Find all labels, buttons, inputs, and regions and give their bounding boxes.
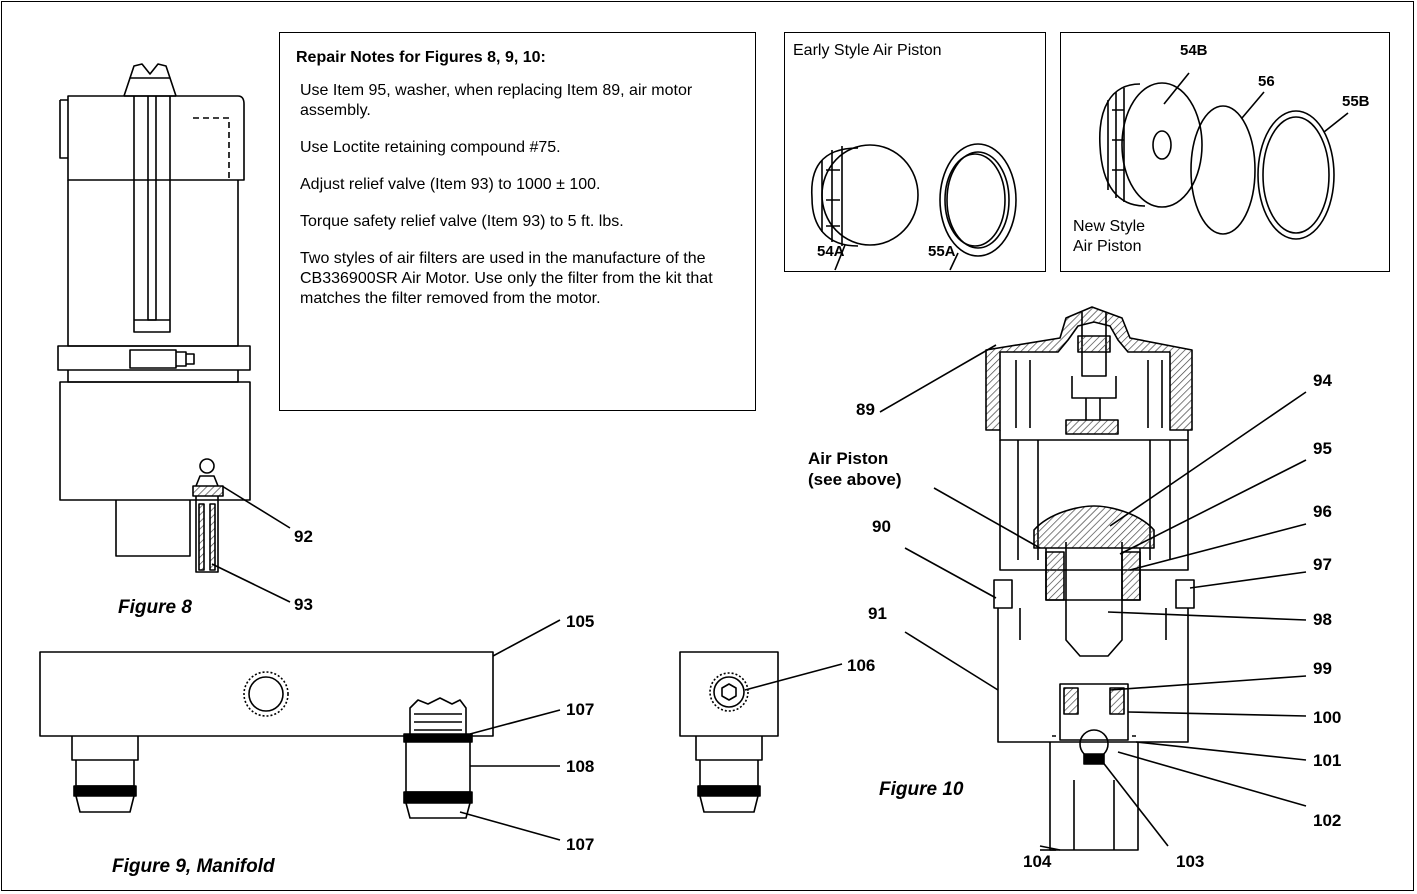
repair-notes-title: Repair Notes for Figures 8, 9, 10: <box>296 49 546 66</box>
part-label-54a: 54A <box>817 243 845 260</box>
repair-note: Adjust relief valve (Item 93) to 1000 ± … <box>300 176 601 193</box>
part-label-56: 56 <box>1258 73 1275 90</box>
part-label-106: 106 <box>847 656 876 675</box>
new-piston-title-line2: Air Piston <box>1073 238 1142 255</box>
repair-note: Two styles of air filters are used in th… <box>300 250 713 307</box>
part-label-99: 99 <box>1313 659 1332 678</box>
figure10-caption: Figure 10 <box>879 779 964 800</box>
part-label-104: 104 <box>1023 852 1052 871</box>
air-piston-label-line2: (see above) <box>808 470 902 489</box>
part-label-102: 102 <box>1313 811 1342 830</box>
air-piston-label-line1: Air Piston <box>808 449 889 468</box>
part-label-100: 100 <box>1313 708 1342 727</box>
new-piston-drawing <box>1099 72 1349 240</box>
new-piston-title-line1: New Style <box>1073 218 1146 235</box>
part-label-105: 105 <box>566 612 595 631</box>
repair-note: Use Loctite retaining compound #75. <box>300 139 561 156</box>
part-label-92: 92 <box>294 527 313 546</box>
early-piston-drawing <box>810 143 1017 271</box>
figure10-section <box>879 306 1307 851</box>
part-label-95: 95 <box>1313 439 1332 458</box>
part-label-54b: 54B <box>1180 42 1208 59</box>
part-label-98: 98 <box>1313 610 1332 629</box>
part-label-55a: 55A <box>928 243 956 260</box>
part-label-55b: 55B <box>1342 93 1370 110</box>
part-label-91: 91 <box>868 604 887 623</box>
part-label-103: 103 <box>1176 852 1205 871</box>
part-label-93: 93 <box>294 595 313 614</box>
early-piston-box <box>784 32 1046 272</box>
part-label-107-bottom: 107 <box>566 835 595 854</box>
figure8-motor <box>57 63 291 603</box>
repair-note: Torque safety relief valve (Item 93) to … <box>300 213 624 230</box>
new-piston-box <box>1060 32 1390 272</box>
part-label-90: 90 <box>872 517 891 536</box>
part-label-108: 108 <box>566 757 595 776</box>
part-label-89: 89 <box>856 400 875 419</box>
manifold-drawing <box>39 619 843 841</box>
part-label-97: 97 <box>1313 555 1332 574</box>
early-piston-title: Early Style Air Piston <box>793 42 942 59</box>
part-label-96: 96 <box>1313 502 1332 521</box>
part-label-94: 94 <box>1313 371 1332 390</box>
figure9-caption: Figure 9, Manifold <box>112 856 275 877</box>
part-label-107-top: 107 <box>566 700 595 719</box>
repair-note: Use Item 95, washer, when replacing Item… <box>300 82 693 119</box>
part-label-101: 101 <box>1313 751 1342 770</box>
figure8-caption: Figure 8 <box>118 597 192 618</box>
repair-notes-box: Repair Notes for Figures 8, 9, 10: Use I… <box>279 32 756 411</box>
